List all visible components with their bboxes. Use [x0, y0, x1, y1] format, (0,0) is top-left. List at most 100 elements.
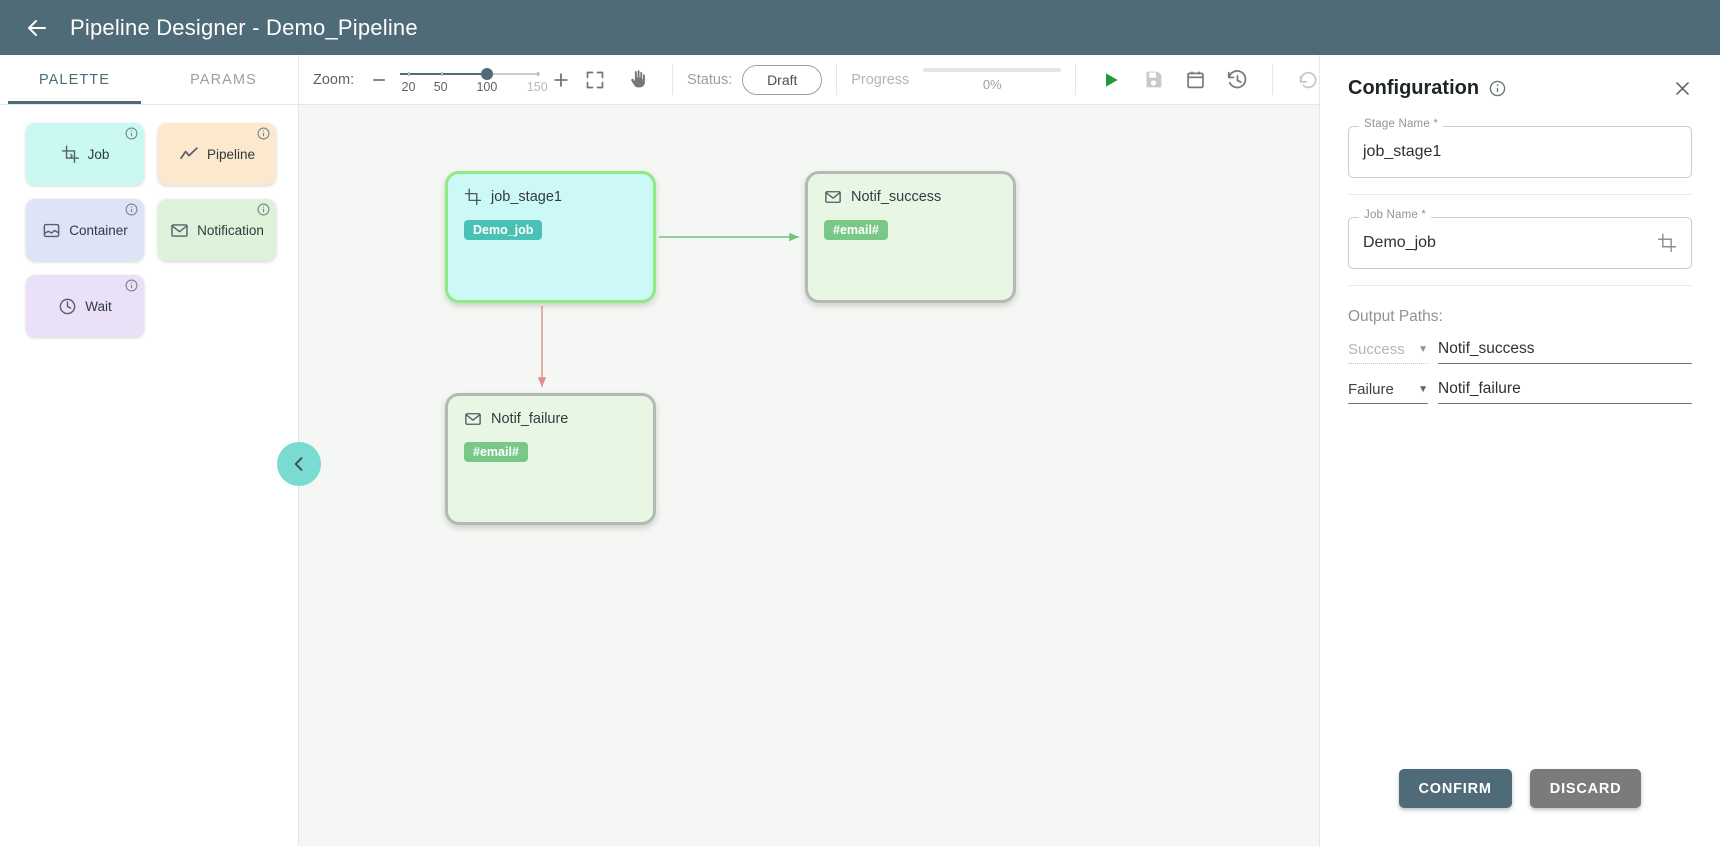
- discard-button[interactable]: DISCARD: [1529, 769, 1642, 808]
- field-divider: [1348, 194, 1692, 195]
- node-header: job_stage1: [464, 188, 637, 206]
- collapse-palette-button[interactable]: [277, 442, 321, 486]
- stage-name-field[interactable]: Stage Name * job_stage1: [1348, 118, 1692, 178]
- palette-panel: Job Pipeline: [0, 105, 299, 846]
- node-title: Notif_success: [851, 189, 942, 205]
- palette-item-label: Container: [69, 222, 128, 238]
- stage-name-label: Stage Name *: [1359, 118, 1443, 130]
- history-clock-icon[interactable]: [1220, 63, 1254, 97]
- job-transform-icon[interactable]: [1657, 233, 1677, 253]
- stage-name-value: job_stage1: [1363, 143, 1442, 160]
- zoom-slider-fill: [400, 72, 487, 75]
- trend-line-icon: [179, 144, 199, 164]
- save-floppy-icon[interactable]: [1136, 63, 1170, 97]
- hand-pan-icon[interactable]: [620, 63, 654, 97]
- output-path-target[interactable]: Notif_success: [1438, 340, 1692, 364]
- zoom-tick-label: 50: [433, 79, 448, 94]
- info-icon[interactable]: [125, 127, 138, 140]
- pipeline-canvas[interactable]: job_stage1 Demo_job Notif_success #email…: [299, 105, 1319, 846]
- job-transform-icon: [61, 144, 80, 164]
- toolbar-divider: [836, 64, 838, 95]
- fit-screen-icon[interactable]: [578, 63, 612, 97]
- envelope-icon: [824, 188, 842, 206]
- zoom-slider[interactable]: 20 50 100 150: [400, 60, 548, 100]
- output-path-row-success: Success ▼ Notif_success: [1348, 340, 1692, 364]
- palette-item-job[interactable]: Job: [26, 123, 144, 185]
- info-icon[interactable]: [125, 279, 138, 292]
- job-name-input[interactable]: Demo_job: [1348, 217, 1692, 269]
- close-icon[interactable]: [1673, 79, 1692, 98]
- left-panel-tabs: PALETTE PARAMS: [0, 55, 299, 104]
- stage-name-input[interactable]: job_stage1: [1348, 126, 1692, 178]
- zoom-label: Zoom:: [313, 71, 355, 88]
- job-name-field[interactable]: Job Name * Demo_job: [1348, 209, 1692, 269]
- info-icon[interactable]: [257, 203, 270, 216]
- play-icon[interactable]: [1094, 63, 1128, 97]
- envelope-icon: [170, 221, 189, 240]
- page-title: Pipeline Designer - Demo_Pipeline: [70, 14, 418, 40]
- zoom-mark-150: [537, 71, 540, 76]
- clock-icon: [58, 297, 77, 316]
- envelope-icon: [464, 410, 482, 428]
- node-chip: #email#: [824, 220, 888, 240]
- zoom-controls: Zoom: 20 50 100 150: [299, 55, 672, 104]
- palette-item-label: Job: [87, 146, 110, 162]
- chevron-down-icon: ▼: [1418, 343, 1428, 355]
- node-chip: #email#: [464, 442, 528, 462]
- palette-item-label: Notification: [197, 222, 264, 238]
- configuration-panel: Configuration Stage Name * job_stage1 Jo…: [1319, 55, 1720, 846]
- calendar-icon[interactable]: [1178, 63, 1212, 97]
- toolbar-divider: [1075, 64, 1077, 95]
- zoom-tick-label: 20: [401, 79, 416, 94]
- palette-item-label: Wait: [85, 298, 112, 314]
- palette-item-notification[interactable]: Notification: [158, 199, 276, 261]
- zoom-out-icon[interactable]: [366, 67, 392, 93]
- app-bar: Pipeline Designer - Demo_Pipeline: [0, 0, 1720, 55]
- canvas-node-notif-success[interactable]: Notif_success #email#: [805, 171, 1016, 303]
- output-path-target[interactable]: Notif_failure: [1438, 380, 1692, 404]
- palette-item-label: Pipeline: [206, 146, 256, 162]
- tab-params[interactable]: PARAMS: [190, 71, 257, 88]
- output-path-type-value: Success: [1348, 341, 1405, 358]
- progress-label: Progress: [851, 71, 910, 88]
- palette-item-container[interactable]: Container: [26, 199, 144, 261]
- configuration-actions: CONFIRM DISCARD: [1348, 769, 1692, 808]
- undo-icon[interactable]: [1291, 63, 1325, 97]
- status-label: Status:: [687, 71, 733, 88]
- info-icon[interactable]: [257, 127, 270, 140]
- back-button[interactable]: [22, 13, 52, 43]
- progress-percent: 0%: [982, 76, 1002, 92]
- zoom-mark-20: [408, 71, 411, 76]
- zoom-in-icon[interactable]: [548, 67, 574, 93]
- toolbar-divider: [1272, 64, 1274, 95]
- configuration-header: Configuration: [1348, 77, 1692, 100]
- chevron-down-icon: ▼: [1418, 383, 1428, 395]
- palette-item-pipeline[interactable]: Pipeline: [158, 123, 276, 185]
- zoom-mark-50: [440, 71, 443, 76]
- canvas-node-notif-failure[interactable]: Notif_failure #email#: [445, 393, 656, 525]
- info-icon[interactable]: [125, 203, 138, 216]
- primary-actions: [1076, 55, 1272, 104]
- container-box-icon: [42, 221, 61, 240]
- output-path-type-select[interactable]: Success ▼: [1348, 341, 1428, 364]
- tab-palette[interactable]: PALETTE: [0, 55, 149, 104]
- output-paths-label: Output Paths:: [1348, 308, 1443, 325]
- field-divider: [1348, 285, 1692, 286]
- zoom-slider-thumb[interactable]: [480, 67, 493, 80]
- toolbar-divider: [672, 64, 674, 95]
- info-icon[interactable]: [1489, 80, 1506, 97]
- palette-item-wait[interactable]: Wait: [26, 275, 144, 337]
- palette-grid: Job Pipeline: [26, 123, 276, 337]
- output-path-row-failure: Failure ▼ Notif_failure: [1348, 380, 1692, 404]
- node-chip: Demo_job: [464, 220, 543, 240]
- job-transform-icon: [464, 188, 482, 206]
- output-path-type-value: Failure: [1348, 381, 1394, 398]
- progress-section: Progress 0%: [837, 55, 1075, 104]
- output-path-type-select[interactable]: Failure ▼: [1348, 381, 1428, 404]
- confirm-button[interactable]: CONFIRM: [1398, 769, 1512, 808]
- chevron-left-icon: [289, 454, 309, 474]
- zoom-slider-ticks: 20 50 100 150: [400, 79, 548, 98]
- status-badge[interactable]: Draft: [742, 64, 823, 95]
- canvas-node-job-stage1[interactable]: job_stage1 Demo_job: [445, 171, 656, 303]
